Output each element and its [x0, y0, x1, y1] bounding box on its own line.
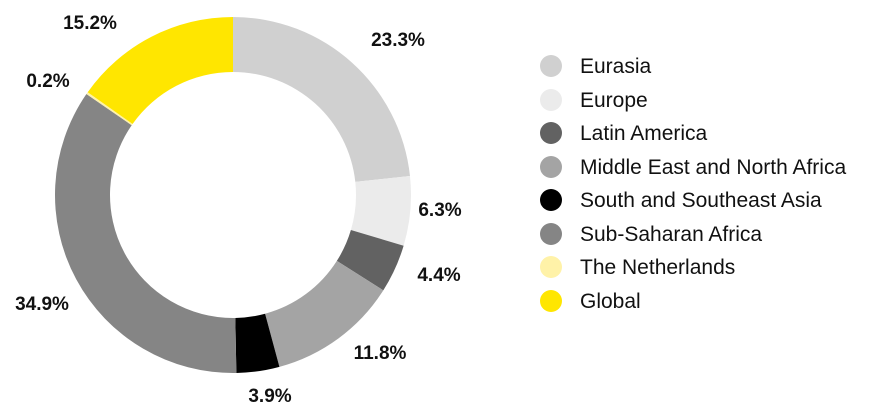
slice-europe [350, 176, 412, 246]
legend-label: Europe [580, 88, 648, 112]
data-label-europe: 6.3% [418, 200, 461, 221]
legend-item-eurasia: Eurasia [540, 50, 875, 84]
data-label-south-and-southeast-asia: 3.9% [248, 386, 291, 407]
legend-item-latin-america: Latin America [540, 117, 875, 151]
legend-item-south-and-southeast-asia: South and Southeast Asia [540, 184, 875, 218]
slice-eurasia [233, 17, 410, 182]
legend-label: South and Southeast Asia [580, 189, 822, 212]
data-label-middle-east-and-north-africa: 11.8% [354, 343, 407, 364]
slice-the-netherlands [86, 92, 133, 126]
slice-latin-america [336, 230, 404, 291]
legend-item-middle-east-and-north-africa: Middle East and North Africa [540, 151, 875, 185]
legend-label: Middle East and North Africa [580, 155, 847, 179]
legend-label: Eurasia [580, 55, 652, 78]
slice-south-and-southeast-asia [235, 313, 280, 373]
legend-label: Global [580, 289, 641, 313]
legend-item-europe: Europe [540, 84, 875, 118]
legend-swatch [540, 55, 562, 77]
legend-item-global: Global [540, 285, 875, 319]
data-label-sub-saharan-africa: 34.9% [15, 294, 69, 315]
slice-global [87, 17, 233, 124]
legend-swatch [540, 189, 562, 211]
legend-swatch [540, 88, 562, 111]
data-label-latin-america: 4.4% [417, 265, 460, 286]
data-label-global: 15.2% [63, 13, 117, 34]
data-label-the-netherlands: 0.2% [26, 71, 69, 92]
legend-label: The Netherlands [580, 256, 736, 279]
legend-label: Sub-Saharan Africa [580, 222, 763, 246]
legend-swatch [540, 256, 562, 278]
legend-swatch [540, 155, 562, 178]
legend-swatch [540, 122, 562, 144]
legend-swatch [540, 289, 562, 312]
slice-middle-east-and-north-africa [265, 260, 384, 367]
legend-label: Latin America [580, 122, 708, 145]
legend-item-the-netherlands: The Netherlands [540, 251, 875, 285]
slice-sub-saharan-africa [54, 94, 237, 374]
legend-item-sub-saharan-africa: Sub-Saharan Africa [540, 218, 875, 252]
legend-swatch [540, 222, 562, 245]
data-label-eurasia: 23.3% [371, 30, 425, 51]
